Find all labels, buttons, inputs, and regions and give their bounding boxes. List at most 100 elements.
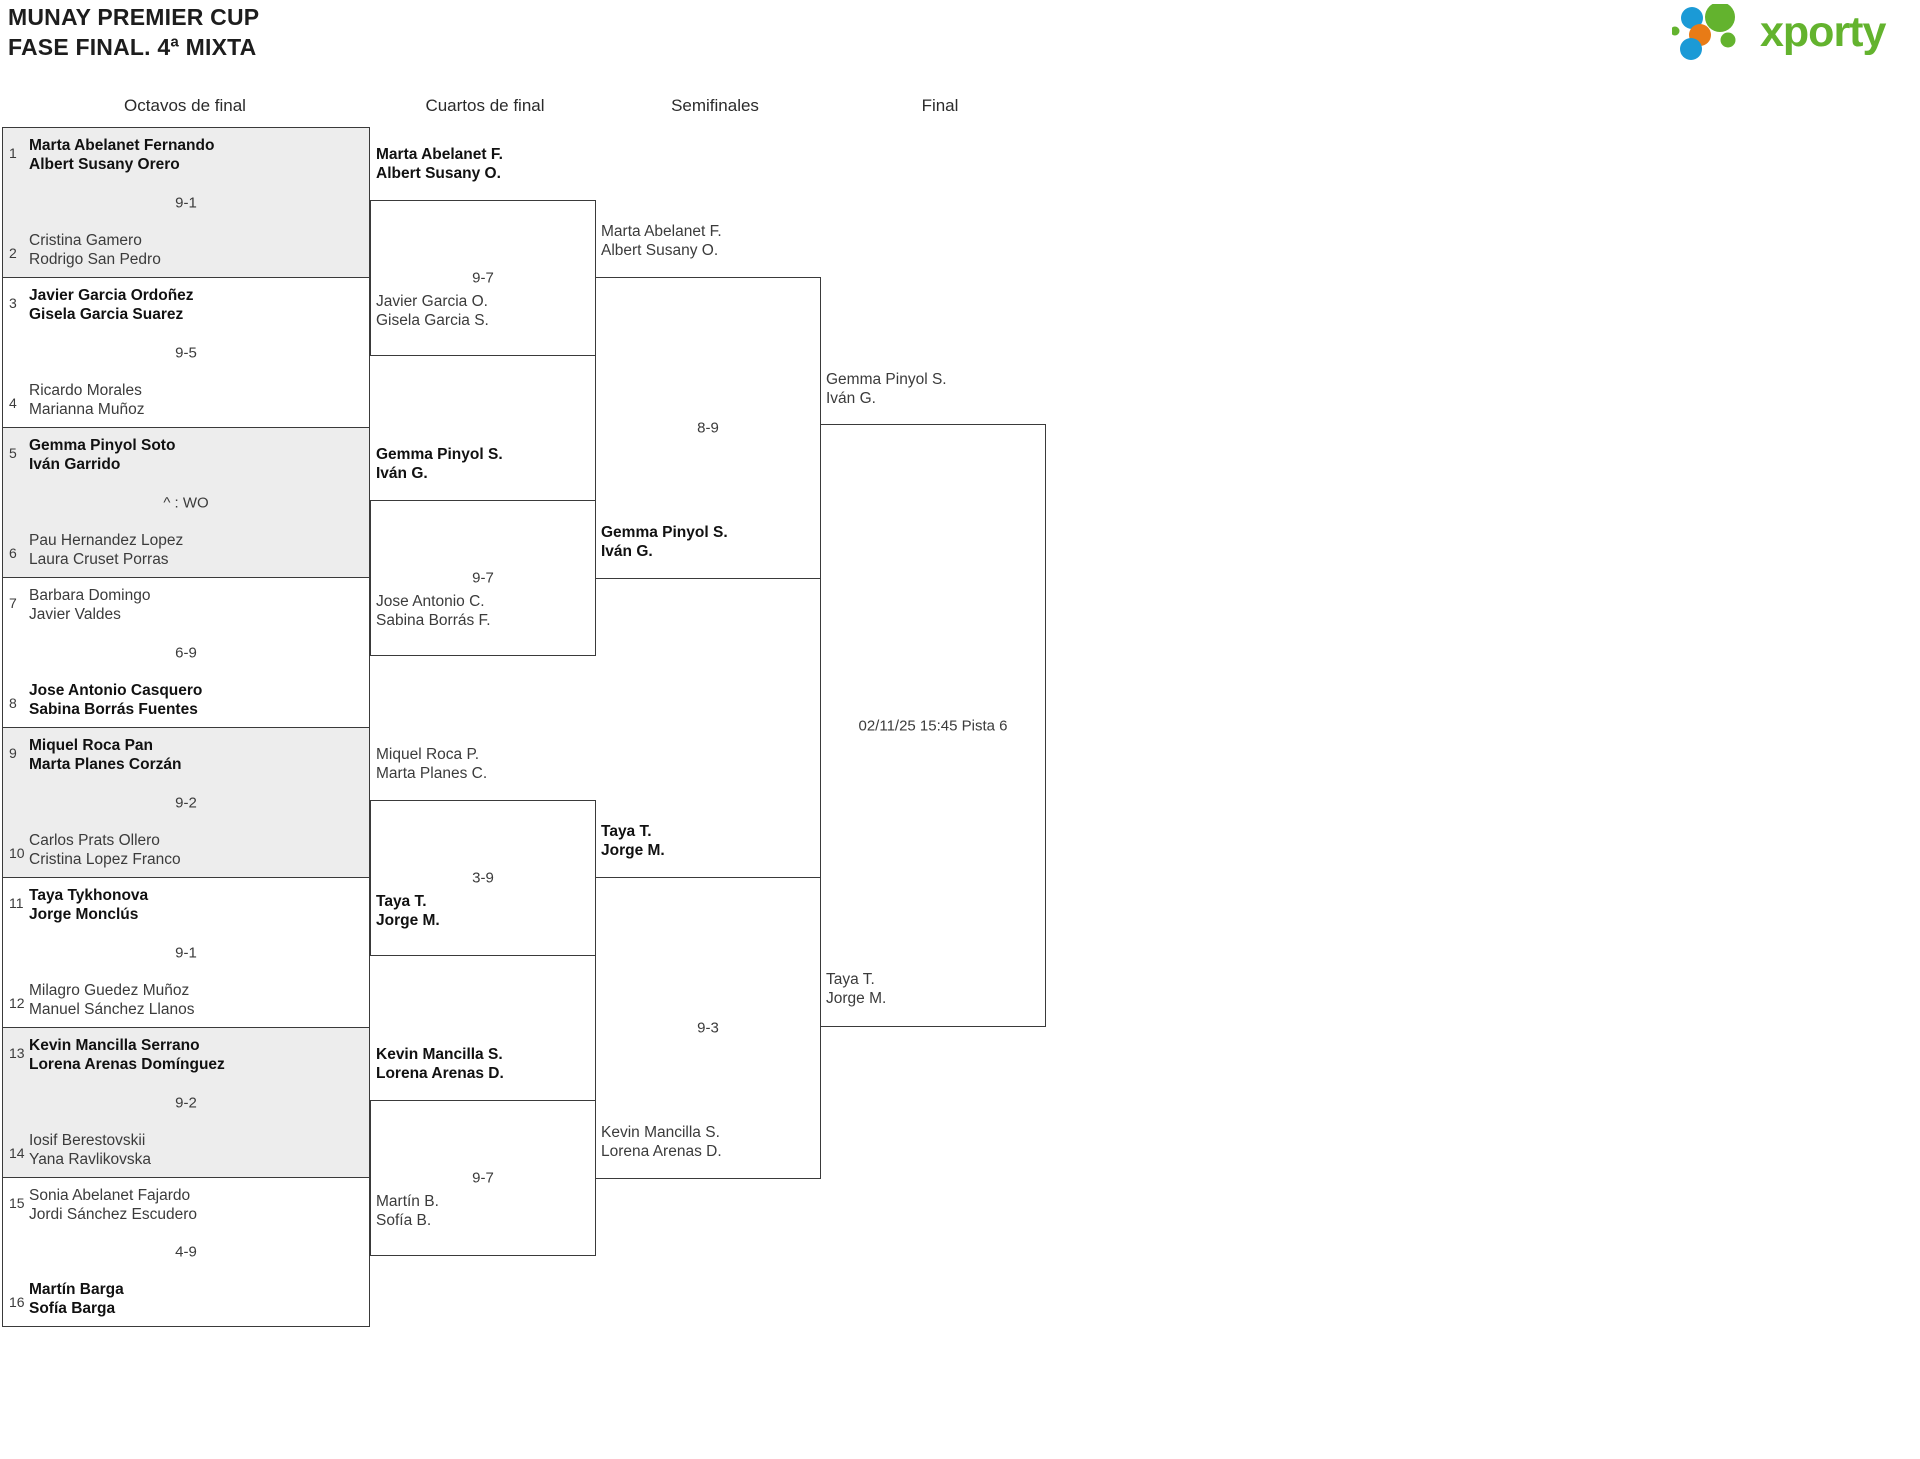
r2-match-2-team-bottom: Jose Antonio C. Sabina Borrás F. — [376, 592, 491, 630]
player-line-1: Miquel Roca P. — [376, 746, 480, 763]
team-bottom: Ricardo Morales Marianna Muñoz — [29, 381, 144, 419]
team-top: Miquel Roca Pan Marta Planes Corzán — [29, 736, 181, 774]
team-top: Marta Abelanet Fernando Albert Susany Or… — [29, 136, 214, 174]
player-line-2: Jorge M. — [826, 990, 887, 1007]
r3-match-1-team-top: Marta Abelanet F. Albert Susany O. — [601, 222, 722, 260]
r2-match-2[interactable]: 9-7 — [370, 500, 596, 656]
team-top: Kevin Mancilla Serrano Lorena Arenas Dom… — [29, 1036, 225, 1074]
player-line-2: Iván G. — [376, 465, 428, 482]
player-line-2: Jorge M. — [376, 912, 440, 929]
player-line-1: Taya T. — [601, 823, 652, 840]
r1-match-5[interactable]: 9 Miquel Roca Pan Marta Planes Corzán 9-… — [2, 727, 370, 877]
r4-final-team-bottom: Taya T. Jorge M. — [826, 970, 886, 1008]
r2-match-1-team-top: Marta Abelanet F. Albert Susany O. — [376, 145, 503, 183]
player-line-1: Gemma Pinyol Soto — [29, 437, 176, 454]
player-line-1: Gemma Pinyol S. — [826, 371, 947, 388]
player-line-2: Sabina Borrás Fuentes — [29, 701, 198, 718]
player-line-2: Iván G. — [601, 543, 653, 560]
r1-match-6[interactable]: 11 Taya Tykhonova Jorge Monclús 9-1 12 M… — [2, 877, 370, 1027]
seed-number: 13 — [9, 1045, 25, 1061]
final-match-info: 02/11/25 15:45 Pista 6 — [858, 717, 1008, 734]
team-bottom: Martín Barga Sofía Barga — [29, 1280, 124, 1318]
team-bottom: Jose Antonio Casquero Sabina Borrás Fuen… — [29, 681, 202, 719]
match-score: ^ : WO — [163, 494, 209, 511]
r3-match-2-team-top: Taya T. Jorge M. — [601, 822, 665, 860]
player-line-2: Albert Susany Orero — [29, 156, 180, 173]
player-line-1: Carlos Prats Ollero — [29, 832, 160, 849]
player-line-1: Javier Garcia O. — [376, 293, 488, 310]
r2-match-3[interactable]: 3-9 — [370, 800, 596, 956]
match-score: 4-9 — [175, 1243, 197, 1261]
r1-match-7[interactable]: 13 Kevin Mancilla Serrano Lorena Arenas … — [2, 1027, 370, 1177]
match-score: 9-1 — [175, 944, 197, 961]
player-line-2: Jordi Sánchez Escudero — [29, 1206, 198, 1223]
r2-match-4[interactable]: 9-7 — [370, 1100, 596, 1256]
team-top: Sonia Abelanet Fajardo Jordi Sánchez Esc… — [29, 1186, 197, 1224]
seed-number: 16 — [9, 1294, 25, 1310]
player-line-2: Gisela Garcia Suarez — [29, 306, 184, 323]
player-line-2: Iván G. — [826, 390, 876, 407]
seed-number: 10 — [9, 845, 25, 861]
page-title: MUNAY PREMIER CUP FASE FINAL. 4ª MIXTA — [8, 2, 259, 62]
match-score: 9-7 — [472, 269, 494, 287]
seed-number: 9 — [9, 745, 17, 761]
player-line-2: Yana Ravlikovska — [29, 1151, 152, 1168]
player-line-1: Marta Abelanet F. — [376, 146, 503, 163]
tournament-name: MUNAY PREMIER CUP — [8, 4, 260, 30]
player-line-1: Gemma Pinyol S. — [376, 446, 503, 463]
seed-number: 3 — [9, 295, 17, 311]
seed-number: 1 — [9, 145, 17, 161]
r4-final-match[interactable]: 02/11/25 15:45 Pista 6 — [820, 424, 1046, 1027]
seed-number: 11 — [9, 895, 24, 911]
seed-number: 5 — [9, 445, 17, 461]
player-line-2: Sofía B. — [376, 1212, 432, 1229]
seed-number: 7 — [9, 595, 17, 611]
r1-match-2[interactable]: 3 Javier Garcia Ordoñez Gisela Garcia Su… — [2, 277, 370, 427]
player-line-2: Albert Susany O. — [601, 242, 719, 259]
seed-number: 14 — [9, 1145, 25, 1161]
seed-number: 4 — [9, 395, 17, 411]
player-line-2: Marta Planes C. — [376, 765, 488, 782]
r3-match-2[interactable]: 9-3 — [595, 877, 821, 1179]
player-line-1: Martín Barga — [29, 1281, 124, 1298]
player-line-1: Gemma Pinyol S. — [601, 524, 728, 541]
round-header-semifinales: Semifinales — [671, 96, 759, 115]
r1-match-8[interactable]: 15 Sonia Abelanet Fajardo Jordi Sánchez … — [2, 1177, 370, 1327]
match-score: 9-2 — [175, 794, 197, 811]
r2-match-1-team-bottom: Javier Garcia O. Gisela Garcia S. — [376, 292, 489, 330]
tournament-phase: FASE FINAL. 4ª MIXTA — [8, 34, 257, 60]
r2-match-4-team-bottom: Martín B. Sofía B. — [376, 1192, 439, 1230]
player-line-1: Kevin Mancilla S. — [601, 1124, 720, 1141]
player-line-2: Sofía Barga — [29, 1300, 116, 1317]
r2-match-4-team-top: Kevin Mancilla S. Lorena Arenas D. — [376, 1045, 504, 1083]
team-bottom: Carlos Prats Ollero Cristina Lopez Franc… — [29, 831, 181, 869]
player-line-1: Javier Garcia Ordoñez — [29, 287, 194, 304]
r1-match-4[interactable]: 7 Barbara Domingo Javier Valdes 6-9 8 Jo… — [2, 577, 370, 727]
player-line-1: Iosif Berestovskii — [29, 1132, 146, 1149]
match-score: 9-7 — [472, 569, 494, 587]
player-line-1: Taya T. — [376, 893, 427, 910]
player-line-1: Kevin Mancilla S. — [376, 1046, 503, 1063]
seed-number: 8 — [9, 695, 17, 711]
player-line-2: Albert Susany O. — [376, 165, 501, 182]
match-score: 9-5 — [175, 344, 197, 361]
player-line-1: Jose Antonio Casquero — [29, 682, 203, 699]
r1-match-1[interactable]: 1 Marta Abelanet Fernando Albert Susany … — [2, 127, 370, 277]
match-score: 8-9 — [697, 419, 719, 437]
team-top: Javier Garcia Ordoñez Gisela Garcia Suar… — [29, 286, 194, 324]
player-line-1: Martín B. — [376, 1193, 439, 1210]
r1-match-3[interactable]: 5 Gemma Pinyol Soto Iván Garrido ^ : WO … — [2, 427, 370, 577]
seed-number: 12 — [9, 995, 25, 1011]
team-bottom: Pau Hernandez Lopez Laura Cruset Porras — [29, 531, 183, 569]
r2-match-1[interactable]: 9-7 — [370, 200, 596, 356]
xporty-logo: xporty — [1670, 2, 1902, 60]
seed-number: 2 — [9, 245, 17, 261]
r3-match-2-team-bottom: Kevin Mancilla S. Lorena Arenas D. — [601, 1123, 722, 1161]
player-line-2: Gisela Garcia S. — [376, 312, 489, 329]
round-header-octavos: Octavos de final — [124, 96, 246, 115]
player-line-1: Pau Hernandez Lopez — [29, 532, 184, 549]
player-line-1: Ricardo Morales — [29, 382, 142, 399]
team-top: Barbara Domingo Javier Valdes — [29, 586, 150, 624]
player-line-2: Jorge Monclús — [29, 906, 139, 923]
